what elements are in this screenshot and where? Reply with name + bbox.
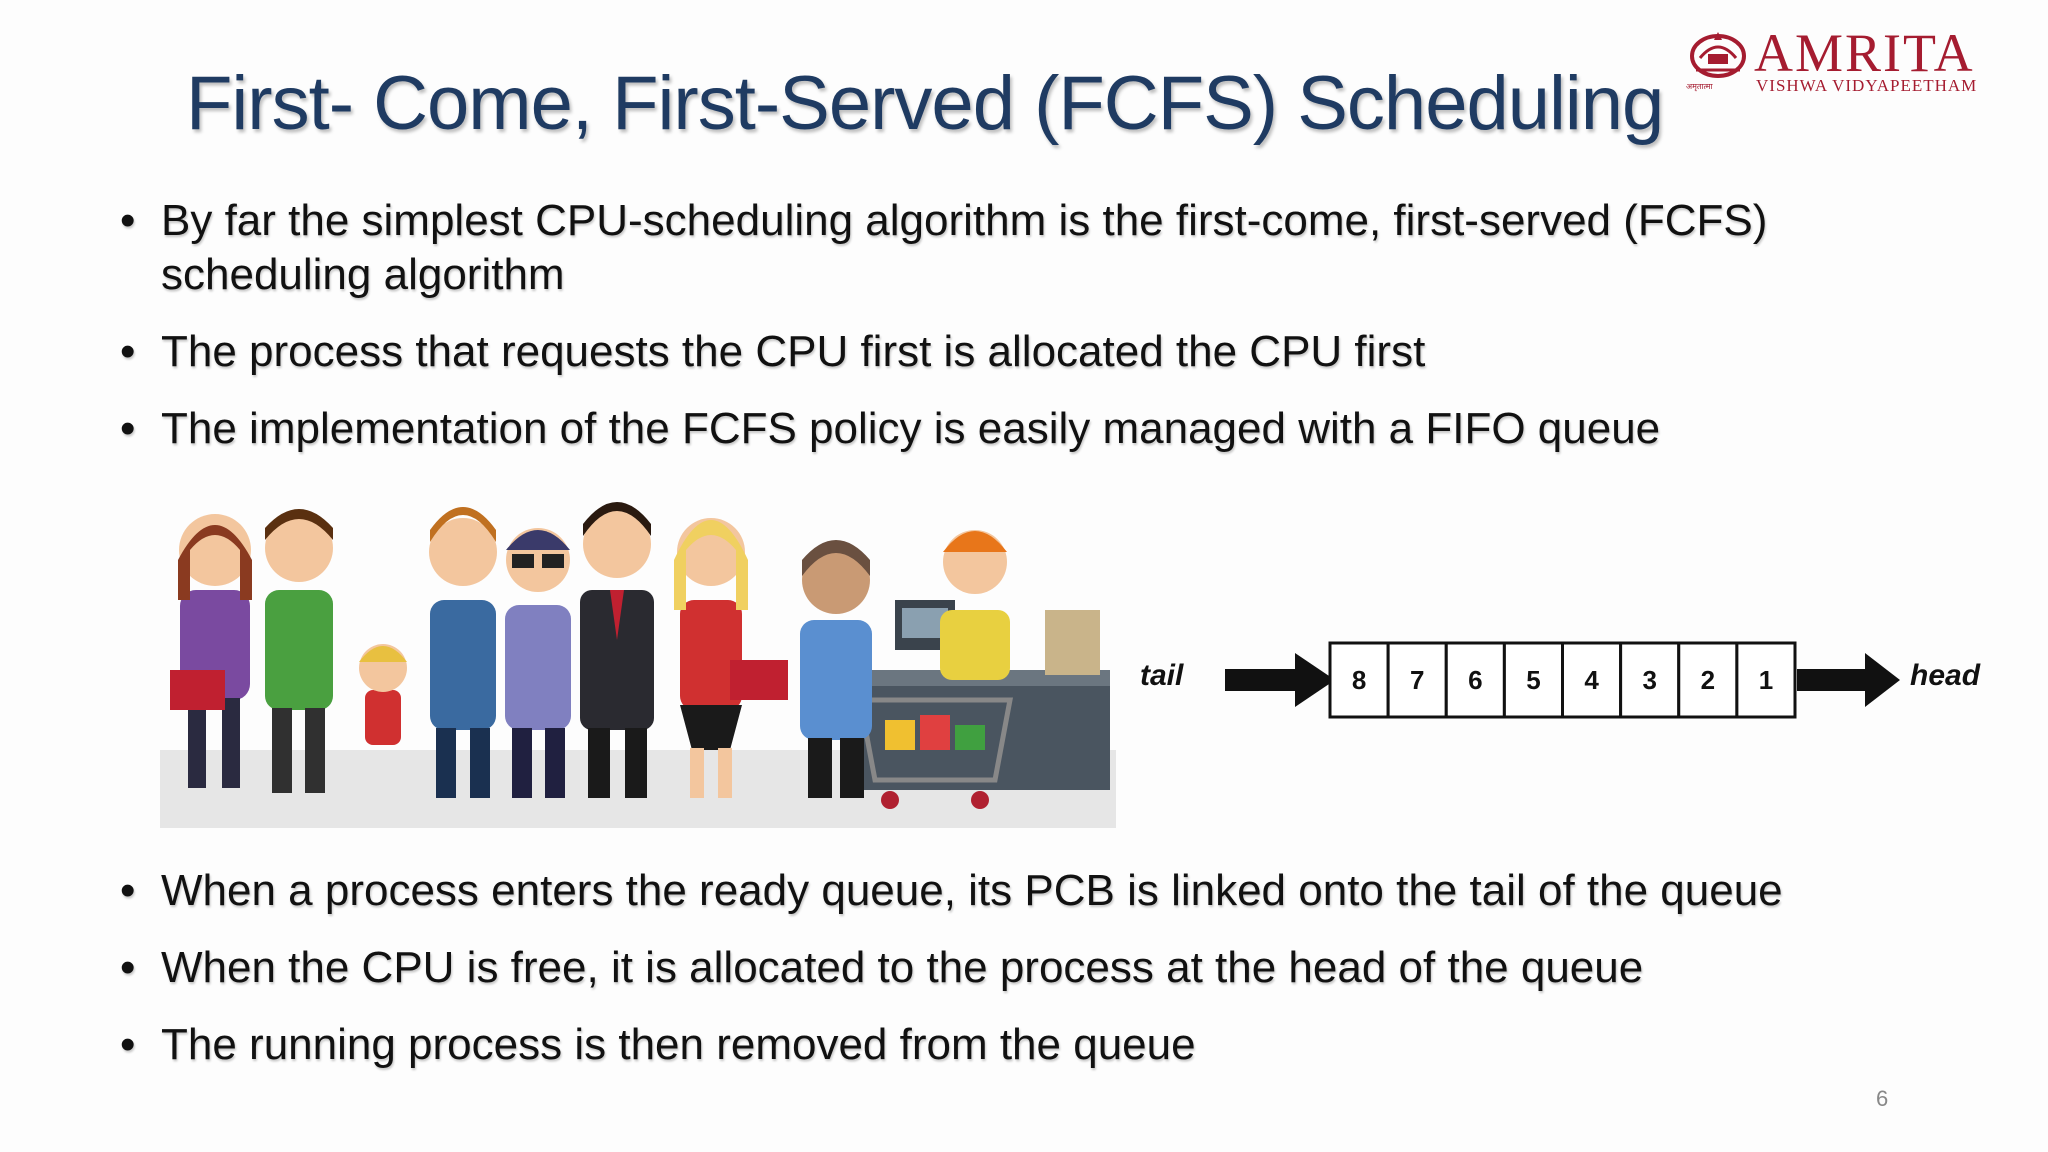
head-arrow-icon bbox=[1797, 653, 1900, 707]
customer-at-counter bbox=[800, 540, 872, 798]
bullet-item: • When a process enters the ready queue, … bbox=[118, 864, 1978, 918]
bullet-item: • The running process is then removed fro… bbox=[118, 1018, 1978, 1072]
waiting-people bbox=[170, 502, 788, 798]
bullet-text: The running process is then removed from… bbox=[161, 1020, 1196, 1069]
queue-cell-label: 3 bbox=[1642, 665, 1656, 695]
bullet-text: The process that requests the CPU first … bbox=[161, 327, 1426, 376]
amrita-emblem-icon bbox=[1690, 32, 1746, 78]
tail-arrow-icon bbox=[1225, 653, 1335, 707]
bullet-text: By far the simplest CPU-scheduling algor… bbox=[161, 196, 1768, 299]
bullet-dot: • bbox=[120, 196, 136, 245]
logo-tagline: अमृतात्मा bbox=[1686, 82, 1713, 91]
bullet-text: When the CPU is free, it is allocated to… bbox=[161, 943, 1644, 992]
fifo-queue-diagram: tail 8 7 6 5 4 3 2 1 head bbox=[1140, 641, 1981, 719]
queue-cell bbox=[1502, 641, 1564, 719]
queue-cell-label: 4 bbox=[1584, 665, 1599, 695]
head-label: head bbox=[1910, 659, 1981, 692]
queue-cell-label: 5 bbox=[1526, 665, 1540, 695]
logo-wordmark: AMRITA bbox=[1754, 23, 1975, 83]
queue-cell-label: 2 bbox=[1701, 665, 1715, 695]
bullet-item: • The process that requests the CPU first… bbox=[118, 325, 1978, 379]
slide-title: First- Come, First-Served (FCFS) Schedul… bbox=[186, 61, 1664, 146]
bullet-item: • By far the simplest CPU-scheduling algo… bbox=[118, 194, 1978, 302]
bullet-list-bottom: • When a process enters the ready queue, … bbox=[118, 864, 1978, 1095]
bullet-text: The implementation of the FCFS policy is… bbox=[161, 404, 1661, 453]
queue-cell-label: 6 bbox=[1468, 665, 1482, 695]
amrita-logo: AMRITA VISHWA VIDYAPEETHAM अमृतात्मा bbox=[1686, 23, 2032, 95]
bullet-dot: • bbox=[120, 1020, 136, 1069]
queue-cell bbox=[1677, 641, 1739, 719]
bullet-item: • When the CPU is free, it is allocated t… bbox=[118, 941, 1978, 995]
queue-cell-label: 7 bbox=[1410, 665, 1424, 695]
queue-cell-label: 1 bbox=[1759, 665, 1773, 695]
bullet-dot: • bbox=[120, 943, 136, 992]
bullet-item: • The implementation of the FCFS policy i… bbox=[118, 402, 1978, 456]
queue-cell bbox=[1444, 641, 1506, 719]
page-number: 6 bbox=[1876, 1086, 1889, 1111]
bullet-dot: • bbox=[120, 866, 136, 915]
queue-cell bbox=[1328, 641, 1390, 719]
logo-subtitle: VISHWA VIDYAPEETHAM bbox=[1756, 76, 1978, 95]
bullet-dot: • bbox=[120, 404, 136, 453]
bullet-text: When a process enters the ready queue, i… bbox=[161, 866, 1783, 915]
shopping-cart bbox=[856, 697, 1014, 809]
bullet-dot: • bbox=[120, 327, 136, 376]
cashier-figure bbox=[940, 530, 1010, 680]
queue-cell-label: 8 bbox=[1352, 665, 1366, 695]
queue-cells: 8 7 6 5 4 3 2 1 bbox=[1328, 641, 1797, 719]
bullet-list-top: • By far the simplest CPU-scheduling algo… bbox=[118, 194, 1978, 479]
queue-cartoon-illustration bbox=[160, 502, 1116, 828]
queue-cell bbox=[1561, 641, 1623, 719]
tail-label: tail bbox=[1140, 659, 1184, 692]
queue-cell bbox=[1735, 641, 1797, 719]
